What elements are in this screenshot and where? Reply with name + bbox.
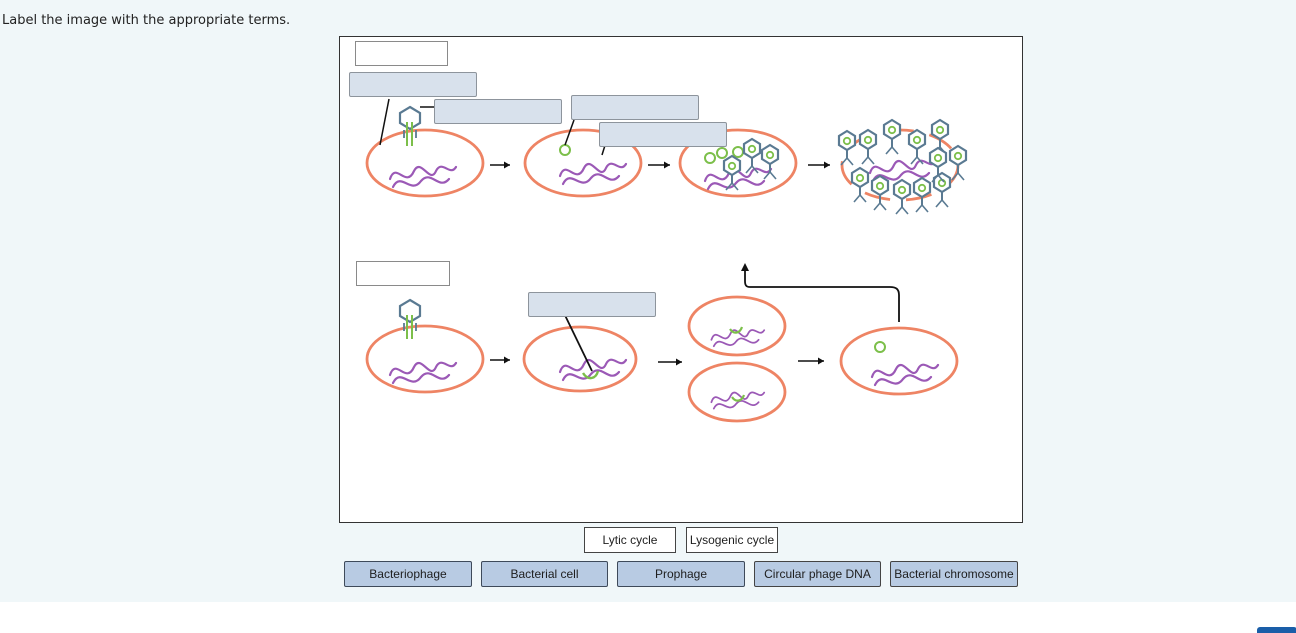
lytic-cell-lysed [837,118,968,216]
dropzone-label-5[interactable] [528,292,656,317]
term-bacterial-chromosome[interactable]: Bacterial chromosome [890,561,1018,587]
term-bacterial-cell[interactable]: Bacterial cell [481,561,608,587]
phage-cycle-diagram [365,98,968,423]
term-bacteriophage[interactable]: Bacteriophage [344,561,472,587]
dropzone-cycle-bottom[interactable] [356,261,450,286]
term-lytic-cycle[interactable]: Lytic cycle [584,527,676,553]
lysogenic-daughter-cells [687,295,787,423]
lysogenic-cell-2 [522,325,638,393]
dropzone-cycle-top[interactable] [355,41,448,66]
dropzone-label-3[interactable] [571,95,699,120]
term-prophage[interactable]: Prophage [617,561,745,587]
lytic-cell-1 [365,105,485,198]
labeling-figure [339,36,1023,523]
dropzone-label-1[interactable] [349,72,477,97]
term-circular-phage-dna[interactable]: Circular phage DNA [754,561,881,587]
question-prompt: Label the image with the appropriate ter… [2,13,291,28]
term-lysogenic-cycle[interactable]: Lysogenic cycle [686,527,778,553]
dropzone-label-4[interactable] [599,122,727,147]
next-button[interactable] [1257,627,1296,633]
lysogenic-cell-1 [365,298,485,394]
lysogenic-induced-cell [839,326,959,396]
dropzone-label-2[interactable] [434,99,562,124]
